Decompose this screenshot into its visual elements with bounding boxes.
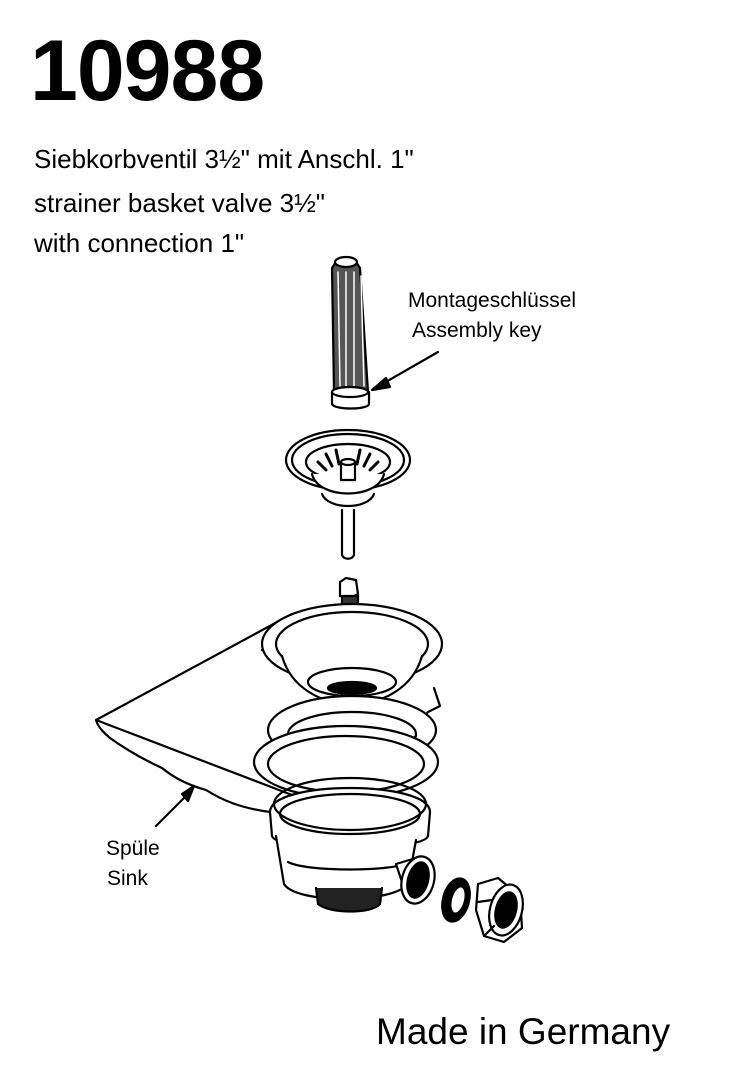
assembly-key-label-en: Assembly key	[412, 319, 542, 342]
description-line-3: with connection 1"	[34, 228, 245, 258]
assembly-key	[330, 255, 371, 410]
sink-label-de: Spüle	[106, 837, 160, 860]
outlet-connection	[394, 855, 436, 905]
sealing-washer	[441, 877, 471, 923]
description-line-2: strainer basket valve 3½"	[34, 188, 326, 218]
union-nut	[474, 876, 524, 944]
made-in-germany: Made in Germany	[376, 1011, 671, 1052]
assembly-key-label-de: Montageschlüssel	[408, 289, 577, 312]
assembly-key-arrow	[370, 350, 440, 392]
article-number: 10988	[30, 23, 265, 119]
sink-arrow	[154, 784, 196, 828]
description-line-1: Siebkorbventil 3½" mit Anschl. 1"	[34, 144, 414, 174]
sink-label-en: Sink	[107, 867, 148, 890]
drain-flange	[260, 602, 444, 706]
strainer-basket	[284, 428, 412, 560]
drain-body	[268, 776, 432, 913]
